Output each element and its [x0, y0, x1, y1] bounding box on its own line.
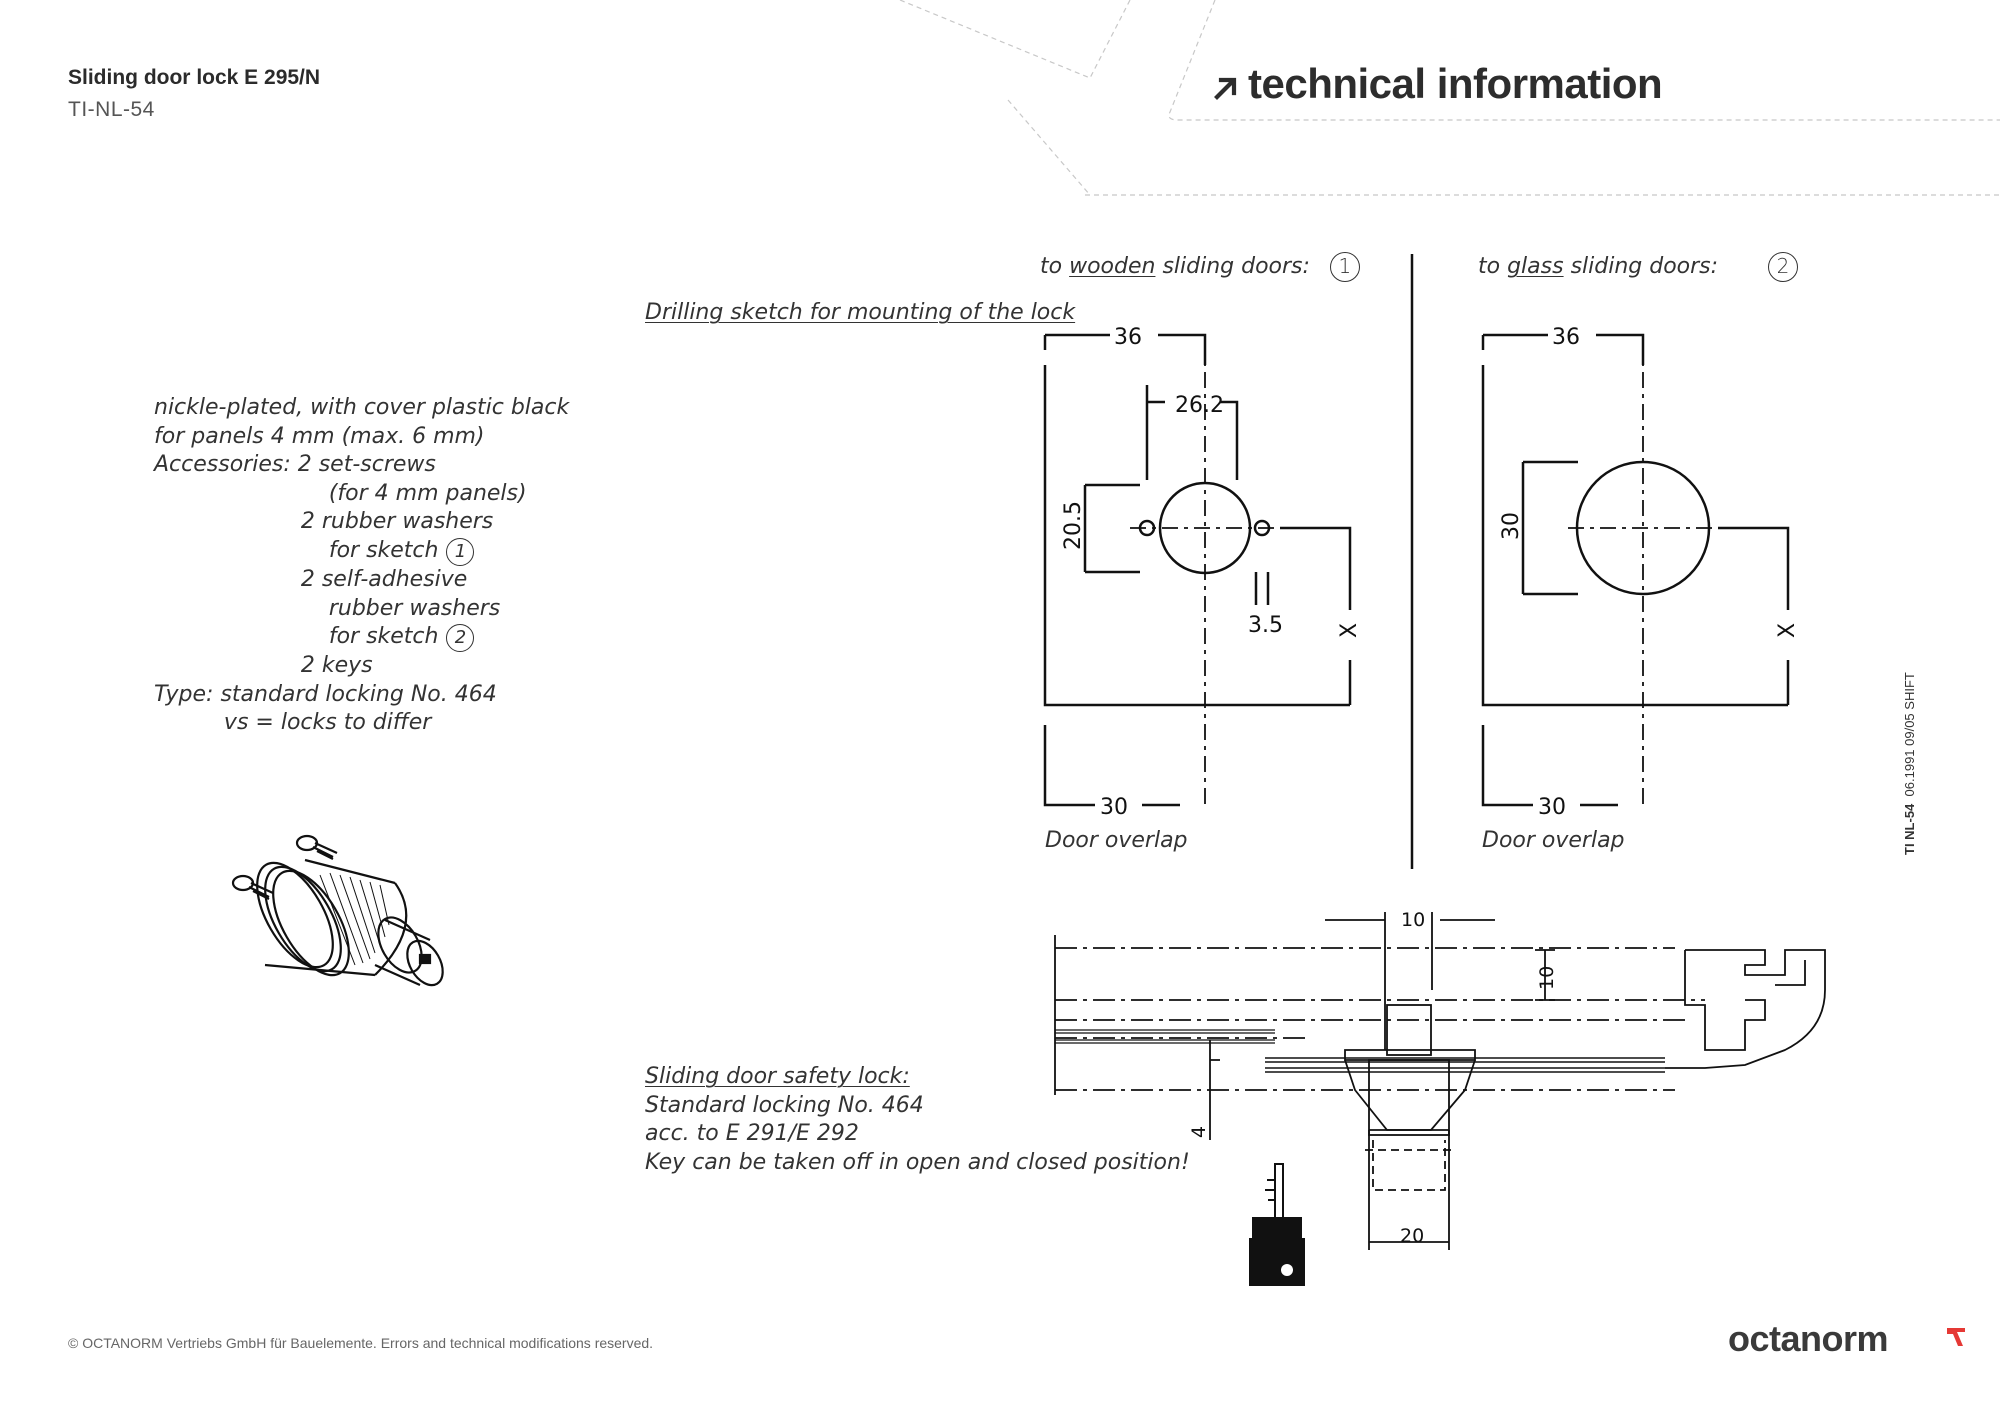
wooden-doors-label: to wooden sliding doors:1	[1040, 252, 1360, 282]
desc-line: nickle-plated, with cover plastic black	[154, 395, 570, 420]
document-code: TI-NL-54	[68, 98, 155, 121]
sketch-ref-1: 1	[446, 537, 475, 566]
desc-line: 2 rubber washers	[154, 509, 494, 535]
safety-lock-section: 10 10 20 4	[1054, 909, 1826, 1250]
octanorm-logo-icon	[1947, 1328, 1965, 1346]
side-doc-code: TI NL-54 06.1991 09/05 SHIFT	[1902, 672, 1917, 855]
divider	[1410, 254, 1414, 869]
door-overlap-1: Door overlap	[1045, 828, 1188, 853]
type-line: Type: standard locking No. 464	[154, 681, 497, 707]
safety-lock-text: Sliding door safety lock: Standard locki…	[645, 1063, 1190, 1177]
desc-line: 2 keys	[154, 653, 373, 679]
safety-lock-line: Key can be taken off in open and closed …	[645, 1149, 1190, 1175]
product-title: Sliding door lock E 295/N	[68, 66, 321, 89]
product-description: nickle-plated, with cover plastic black …	[154, 394, 569, 738]
door-overlap-2: Door overlap	[1482, 828, 1625, 853]
desc-line: 2 self-adhesive	[154, 566, 468, 592]
lock-illustration	[231, 834, 444, 987]
glass-doors-label: to glass sliding doors:2	[1478, 252, 1799, 282]
desc-line: rubber washers	[154, 595, 501, 621]
safety-lock-line: Standard locking No. 464	[645, 1092, 924, 1118]
dim-26-2: 26.2	[1175, 393, 1224, 418]
desc-line: for panels 4 mm (max. 6 mm)	[154, 423, 485, 449]
dim-20: 20	[1400, 1225, 1424, 1247]
copyright: © OCTANORM Vertriebs GmbH für Bauelement…	[68, 1335, 654, 1351]
sketch-ref-2: 2	[446, 624, 475, 653]
sketch-num-1: 1	[1329, 252, 1360, 282]
dim-30-height: 30	[1499, 512, 1524, 540]
desc-line: for sketch	[154, 624, 439, 650]
key-icon	[1249, 1163, 1305, 1286]
screw-icon	[295, 834, 338, 860]
safety-lock-title: Sliding door safety lock:	[645, 1064, 910, 1089]
dim-30: 30	[1538, 795, 1566, 820]
drilling-sketch-glass: 36 30 X 30	[1481, 325, 1800, 820]
desc-line: (for 4 mm panels)	[154, 480, 527, 506]
section-title: technical information	[1248, 60, 1663, 107]
desc-line: for sketch	[154, 537, 439, 563]
dim-x: X	[1775, 623, 1800, 638]
arrow-up-right-icon	[1214, 77, 1237, 100]
dim-10-top: 10	[1401, 909, 1425, 931]
dim-x: X	[1337, 623, 1362, 638]
dim-20-5: 20.5	[1061, 501, 1086, 550]
sketch-num-2: 2	[1768, 252, 1799, 282]
safety-lock-line: acc. to E 291/E 292	[645, 1121, 859, 1147]
drilling-heading: Drilling sketch for mounting of the lock	[645, 300, 1076, 325]
dim-10-side: 10	[1536, 966, 1558, 990]
header-decoration	[899, 0, 2000, 196]
desc-line: Accessories: 2 set-screws	[154, 452, 436, 478]
dim-36: 36	[1114, 325, 1142, 350]
vs-line: vs = locks to differ	[154, 710, 432, 736]
octanorm-logo: octanorm	[1728, 1318, 1889, 1359]
drilling-sketch-wooden: 36 26.2 20.5 3.5 X 30	[1043, 325, 1362, 820]
dim-30: 30	[1100, 795, 1128, 820]
dim-3-5: 3.5	[1248, 613, 1283, 638]
dim-4: 4	[1188, 1126, 1210, 1138]
dim-36: 36	[1552, 325, 1580, 350]
